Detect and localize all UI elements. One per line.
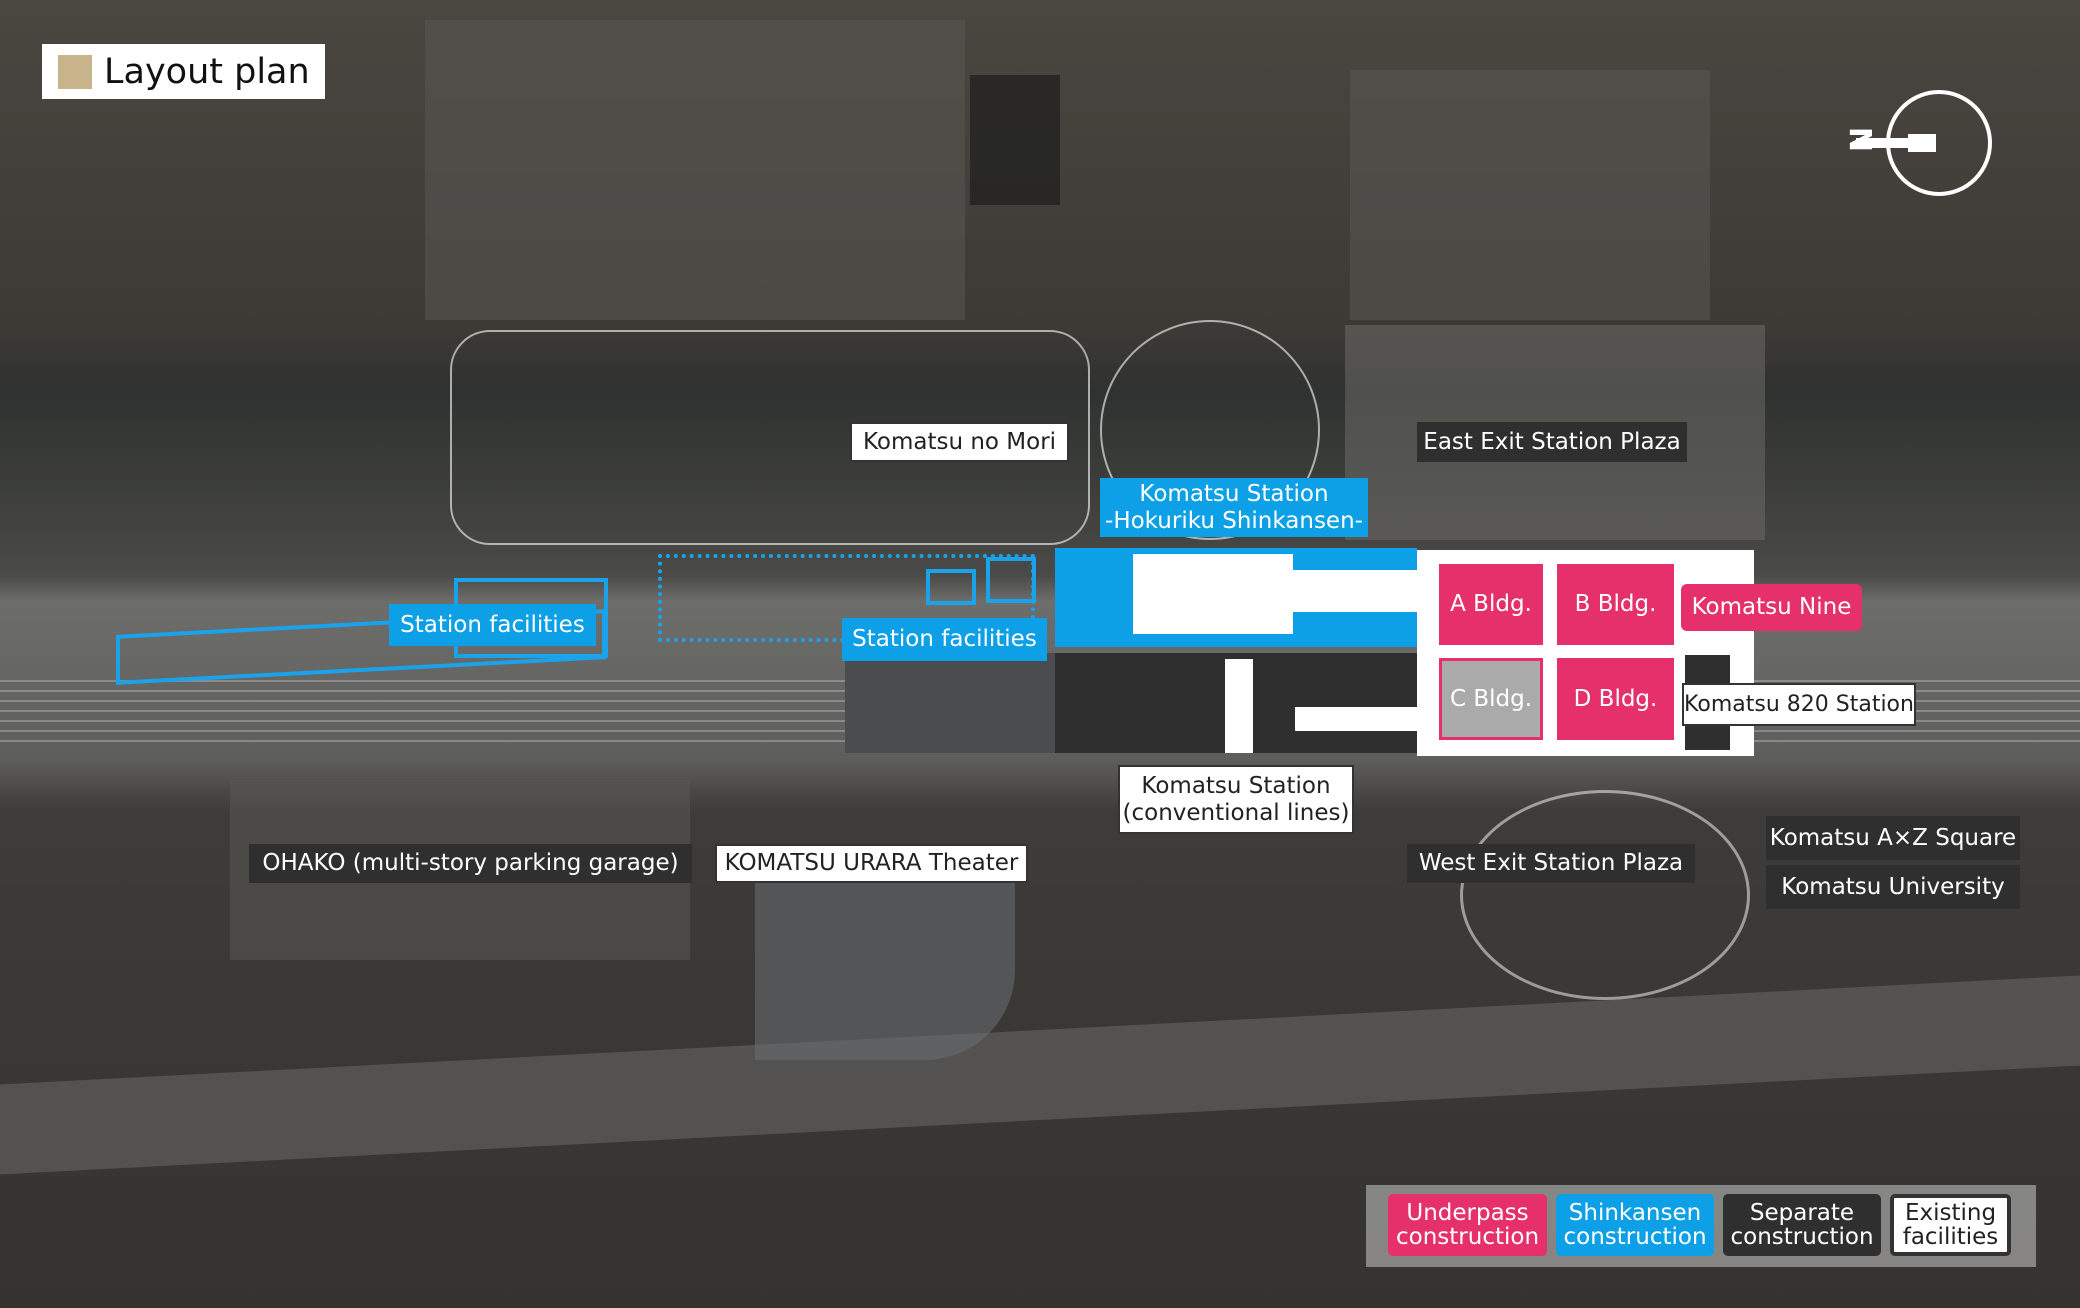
c-building: C Bldg. (1439, 658, 1543, 740)
label-line: (conventional lines) (1122, 799, 1350, 826)
a-building: A Bldg. (1439, 564, 1543, 645)
label-axz-square: Komatsu A×Z Square (1766, 816, 2020, 860)
legend-text: Existing (1904, 1199, 1997, 1226)
title-box: Layout plan (42, 44, 325, 99)
compass-north-label: N (1845, 126, 1881, 153)
building-block (1350, 70, 1710, 320)
west-plaza-roundabout (1460, 790, 1750, 1000)
legend-text: construction (1395, 1224, 1540, 1250)
legend-text: Shinkansen (1568, 1199, 1702, 1226)
legend-text: Underpass (1406, 1199, 1529, 1226)
park-outline (450, 330, 1090, 545)
small-facility-outline (926, 569, 976, 605)
shinkansen-station-block (1055, 548, 1417, 647)
label-urara-theater: KOMATSU URARA Theater (715, 844, 1028, 883)
b-building: B Bldg. (1557, 564, 1674, 645)
north-arrow-icon (1856, 90, 1992, 196)
d-building: D Bldg. (1557, 658, 1674, 740)
label-line: Komatsu Station (1139, 481, 1329, 508)
legend-text: Separate (1749, 1199, 1855, 1226)
label-line: -Hokuriku Shinkansen- (1105, 507, 1363, 534)
label-komatsu-university: Komatsu University (1766, 865, 2020, 909)
label-ohako: OHAKO (multi-story parking garage) (249, 844, 692, 883)
label-station-facilities-west: Station facilities (389, 604, 596, 646)
label-shinkansen-station: Komatsu Station -Hokuriku Shinkansen- (1100, 478, 1368, 537)
conventional-station-block (1055, 653, 1417, 753)
urara-theater-building (755, 860, 1015, 1060)
building (970, 75, 1060, 205)
label-line: Komatsu Station (1141, 773, 1331, 800)
label-station-facilities: Station facilities (842, 618, 1047, 661)
title-swatch (58, 54, 92, 89)
label-west-exit-plaza: West Exit Station Plaza (1407, 844, 1695, 883)
label-conventional-station: Komatsu Station (conventional lines) (1118, 765, 1354, 834)
parking-lot-north (425, 20, 965, 320)
label-komatsu-nine: Komatsu Nine (1681, 584, 1862, 631)
separate-construction-platform-roof (845, 653, 1055, 753)
page-title: Layout plan (104, 51, 310, 92)
legend-text: construction (1730, 1224, 1874, 1250)
label-komatsu-820-station: Komatsu 820 Station (1682, 683, 1916, 726)
small-facility-outline (986, 557, 1036, 603)
label-komatsu-no-mori: Komatsu no Mori (850, 422, 1069, 462)
label-east-exit-plaza: East Exit Station Plaza (1417, 422, 1687, 462)
legend-text: facilities (1902, 1224, 1999, 1250)
roundabout (1100, 320, 1320, 540)
legend-text: construction (1563, 1224, 1707, 1250)
